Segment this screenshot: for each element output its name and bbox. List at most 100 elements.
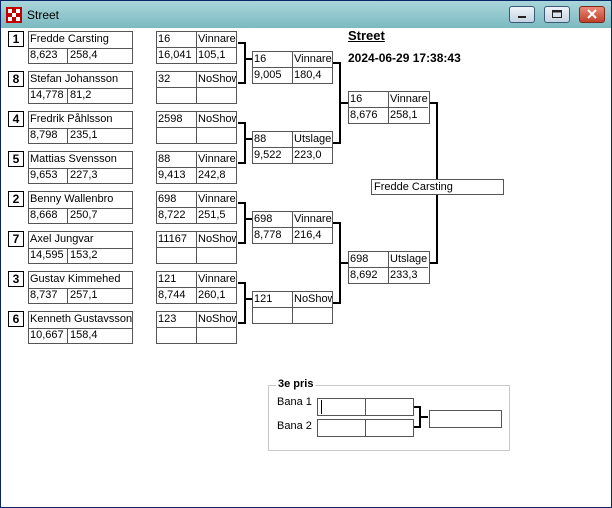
player-value-2: 250,7 <box>70 209 98 221</box>
match-id: 121 <box>253 292 293 308</box>
opponent-value-2 <box>197 88 236 104</box>
semi-match-box[interactable]: 16 Vinnare 8,676 258,1 <box>348 91 430 124</box>
opponent-id: 16 <box>157 32 197 48</box>
opponent-status: NoShow <box>197 312 236 328</box>
opponent-value-1 <box>157 128 197 144</box>
player-box[interactable]: Gustav Kimmehed 8,737 257,1 <box>28 271 133 304</box>
opponent-box[interactable]: 121 Vinnare 8,744 260,1 <box>156 271 237 304</box>
match-value-2: 180,4 <box>294 69 322 81</box>
match-status: Vinnare <box>293 52 332 68</box>
quarter-match-box[interactable]: 121 NoShow <box>252 291 333 324</box>
lane-2-box[interactable] <box>317 419 414 437</box>
player-name: Benny Wallenbro <box>29 192 132 209</box>
player-box[interactable]: Fredrik Påhlsson 8,798 235,1 <box>28 111 133 144</box>
opponent-value-2 <box>197 248 236 264</box>
lane-1-field-2[interactable] <box>366 399 413 415</box>
quarter-match-box[interactable]: 88 Utslagen 9,522 223,0 <box>252 131 333 164</box>
match-value-2: 258,1 <box>390 109 418 121</box>
player-value-1: 10,667 <box>29 328 68 344</box>
opponent-id: 11167 <box>157 232 197 248</box>
player-value-1: 8,668 <box>29 208 68 224</box>
match-value-2: 233,3 <box>390 269 418 281</box>
lane-2-field-2[interactable] <box>366 420 413 436</box>
maximize-icon <box>552 10 562 18</box>
window-title: Street <box>27 8 60 22</box>
lane-1-box[interactable] <box>317 398 414 416</box>
player-box[interactable]: Kenneth Gustavsson 10,667 158,4 <box>28 311 133 344</box>
opponent-status: NoShow <box>197 112 236 128</box>
app-icon[interactable] <box>6 7 22 23</box>
player-box[interactable]: Stefan Johansson 14,778 81,2 <box>28 71 133 104</box>
final-winner-box[interactable]: Fredde Carsting <box>371 179 504 195</box>
player-value-2: 81,2 <box>70 89 92 101</box>
player-value-2: 153,2 <box>70 249 98 261</box>
player-name: Fredrik Påhlsson <box>29 112 132 129</box>
player-name: Axel Jungvar <box>29 232 132 249</box>
opponent-value-1 <box>157 328 197 344</box>
player-box[interactable]: Fredde Carsting 8,623 258,4 <box>28 31 133 64</box>
seed-number: 8 <box>8 71 24 87</box>
opponent-box[interactable]: 88 Vinnare 9,413 242,8 <box>156 151 237 184</box>
opponent-box[interactable]: 2598 NoShow <box>156 111 237 144</box>
opponent-box[interactable]: 11167 NoShow <box>156 231 237 264</box>
player-box[interactable]: Axel Jungvar 14,595 153,2 <box>28 231 133 264</box>
lane-2-field-1[interactable] <box>318 420 366 436</box>
third-place-group: 3e pris Bana 1 Bana 2 <box>268 378 510 451</box>
match-id: 698 <box>253 212 293 228</box>
opponent-value-2 <box>197 328 236 344</box>
lane-1-field-1[interactable] <box>318 399 366 415</box>
quarter-match-box[interactable]: 698 Vinnare 8,778 216,4 <box>252 211 333 244</box>
opponent-id: 32 <box>157 72 197 88</box>
opponent-value-1: 8,722 <box>157 208 197 224</box>
match-value-1: 9,005 <box>253 68 293 84</box>
player-box[interactable]: Mattias Svensson 9,653 227,3 <box>28 151 133 184</box>
player-value-1: 8,623 <box>29 48 68 64</box>
match-status: Utslagen <box>293 132 332 148</box>
match-id: 16 <box>349 92 389 108</box>
player-value-2: 227,3 <box>70 169 98 181</box>
seed-number: 4 <box>8 111 24 127</box>
opponent-value-1: 9,413 <box>157 168 197 184</box>
player-box[interactable]: Benny Wallenbro 8,668 250,7 <box>28 191 133 224</box>
lane-1-label: Bana 1 <box>277 396 312 408</box>
opponent-value-2: 260,1 <box>198 289 226 301</box>
opponent-id: 88 <box>157 152 197 168</box>
match-status: NoShow <box>293 292 332 308</box>
semi-match-box[interactable]: 698 Utslagen 8,692 233,3 <box>348 251 430 284</box>
seed-number: 7 <box>8 231 24 247</box>
close-button[interactable] <box>579 6 605 23</box>
opponent-status: NoShow <box>197 72 236 88</box>
opponent-id: 2598 <box>157 112 197 128</box>
lane-2-label: Bana 2 <box>277 420 312 432</box>
seed-number: 6 <box>8 311 24 327</box>
match-id: 698 <box>349 252 389 268</box>
player-value-1: 14,595 <box>29 248 68 264</box>
opponent-value-1: 8,744 <box>157 288 197 304</box>
player-name: Mattias Svensson <box>29 152 132 169</box>
opponent-value-2: 251,5 <box>198 209 226 221</box>
maximize-button[interactable] <box>544 6 570 23</box>
minimize-button[interactable] <box>509 6 535 23</box>
page-datetime: 2024-06-29 17:38:43 <box>348 51 461 65</box>
text-cursor <box>321 400 322 414</box>
opponent-box[interactable]: 32 NoShow <box>156 71 237 104</box>
opponent-status: Vinnare <box>197 152 236 168</box>
match-value-1: 9,522 <box>253 148 293 164</box>
opponent-box[interactable]: 123 NoShow <box>156 311 237 344</box>
quarter-match-box[interactable]: 16 Vinnare 9,005 180,4 <box>252 51 333 84</box>
seed-number: 1 <box>8 31 24 47</box>
match-value-1: 8,778 <box>253 228 293 244</box>
opponent-box[interactable]: 698 Vinnare 8,722 251,5 <box>156 191 237 224</box>
third-place-title: 3e pris <box>276 378 316 390</box>
player-value-2: 235,1 <box>70 129 98 141</box>
opponent-value-2 <box>197 128 236 144</box>
opponent-id: 698 <box>157 192 197 208</box>
match-id: 16 <box>253 52 293 68</box>
player-value-2: 258,4 <box>70 49 98 61</box>
player-name: Fredde Carsting <box>29 32 132 49</box>
title-bar[interactable]: Street <box>1 1 611 28</box>
opponent-box[interactable]: 16 Vinnare 16,041 105,1 <box>156 31 237 64</box>
player-value-1: 8,737 <box>29 288 68 304</box>
third-place-winner-box[interactable] <box>429 410 502 428</box>
